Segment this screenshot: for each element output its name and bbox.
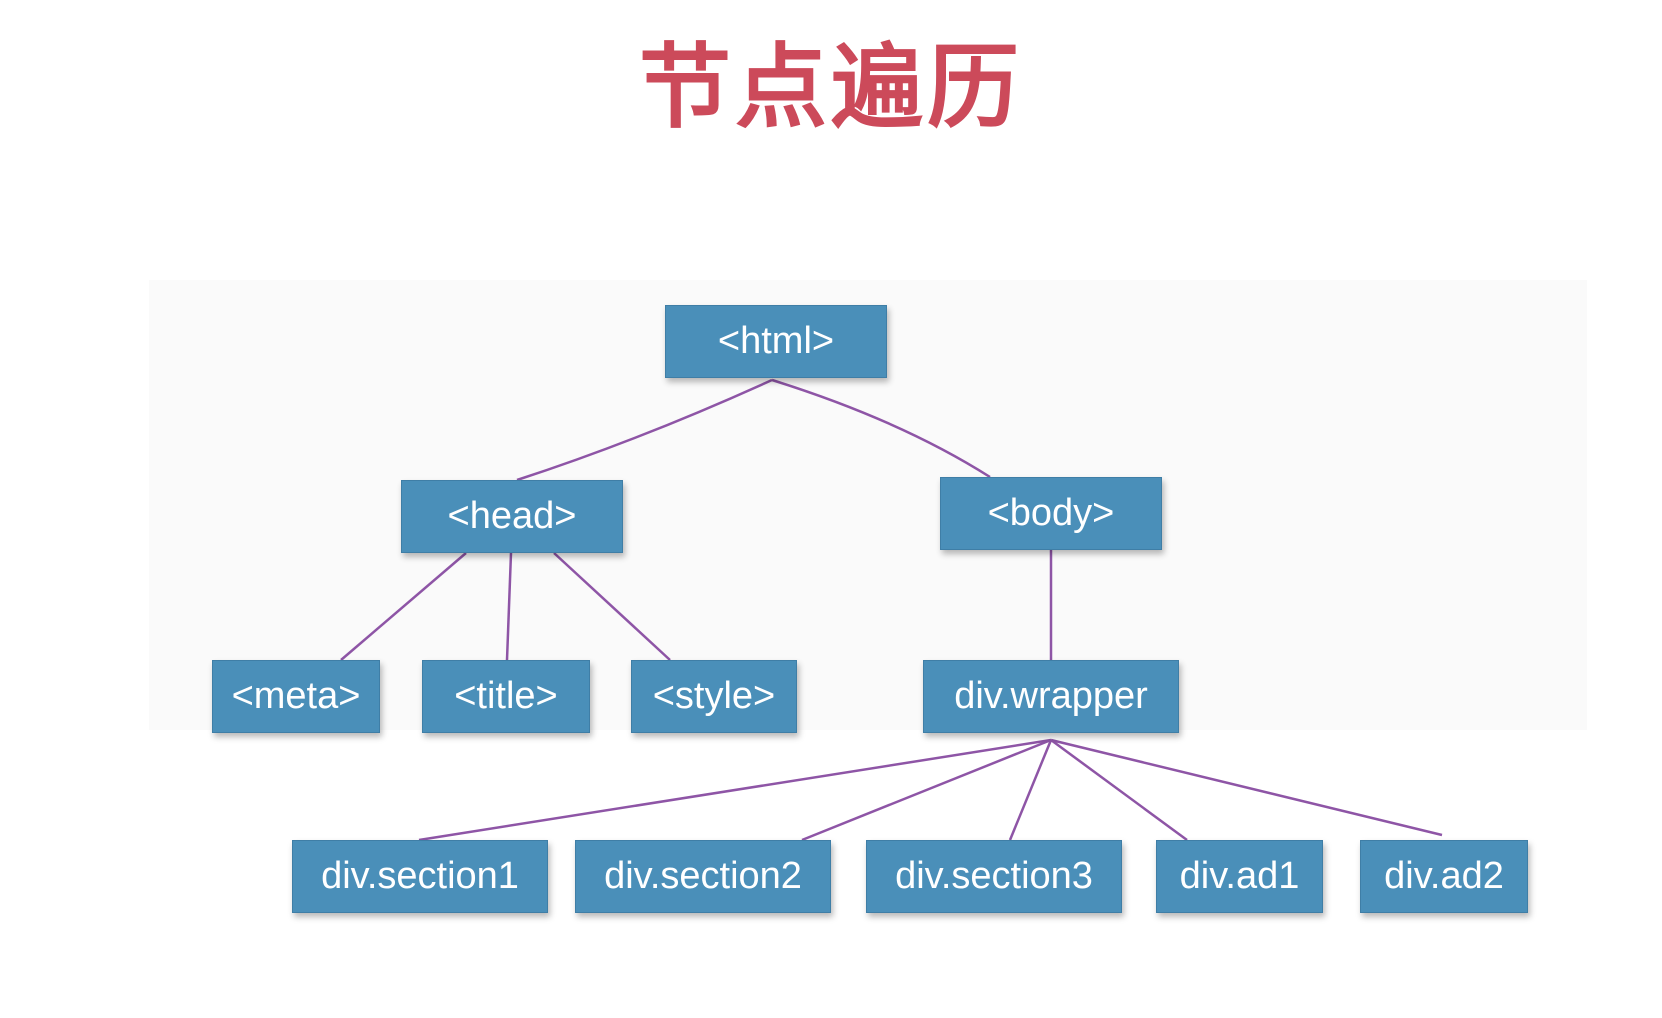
node-div-section2: div.section2 [575,840,831,913]
node-body: <body> [940,477,1162,550]
node-title: <title> [422,660,590,733]
node-html: <html> [665,305,887,378]
node-div-ad2: div.ad2 [1360,840,1528,913]
edge-html-head [516,378,773,482]
slide-title: 节点遍历 [638,34,1023,141]
edge-wrapper-section2 [801,738,1052,842]
edge-wrapper-section3 [1008,739,1053,841]
edge-wrapper-ad1 [1050,738,1188,842]
node-style: <style> [631,660,797,733]
edge-head-title [505,552,513,661]
node-div-wrapper: div.wrapper [923,660,1179,733]
edge-wrapper-section1 [418,738,1052,842]
node-div-section1: div.section1 [292,840,548,913]
node-div-ad1: div.ad1 [1156,840,1323,913]
node-meta: <meta> [212,660,380,733]
node-head: <head> [401,480,623,553]
edge-html-body [771,378,991,479]
edge-head-style [553,552,671,661]
edge-wrapper-ad2 [1050,738,1443,837]
node-div-section3: div.section3 [866,840,1122,913]
edge-head-meta [340,552,467,661]
